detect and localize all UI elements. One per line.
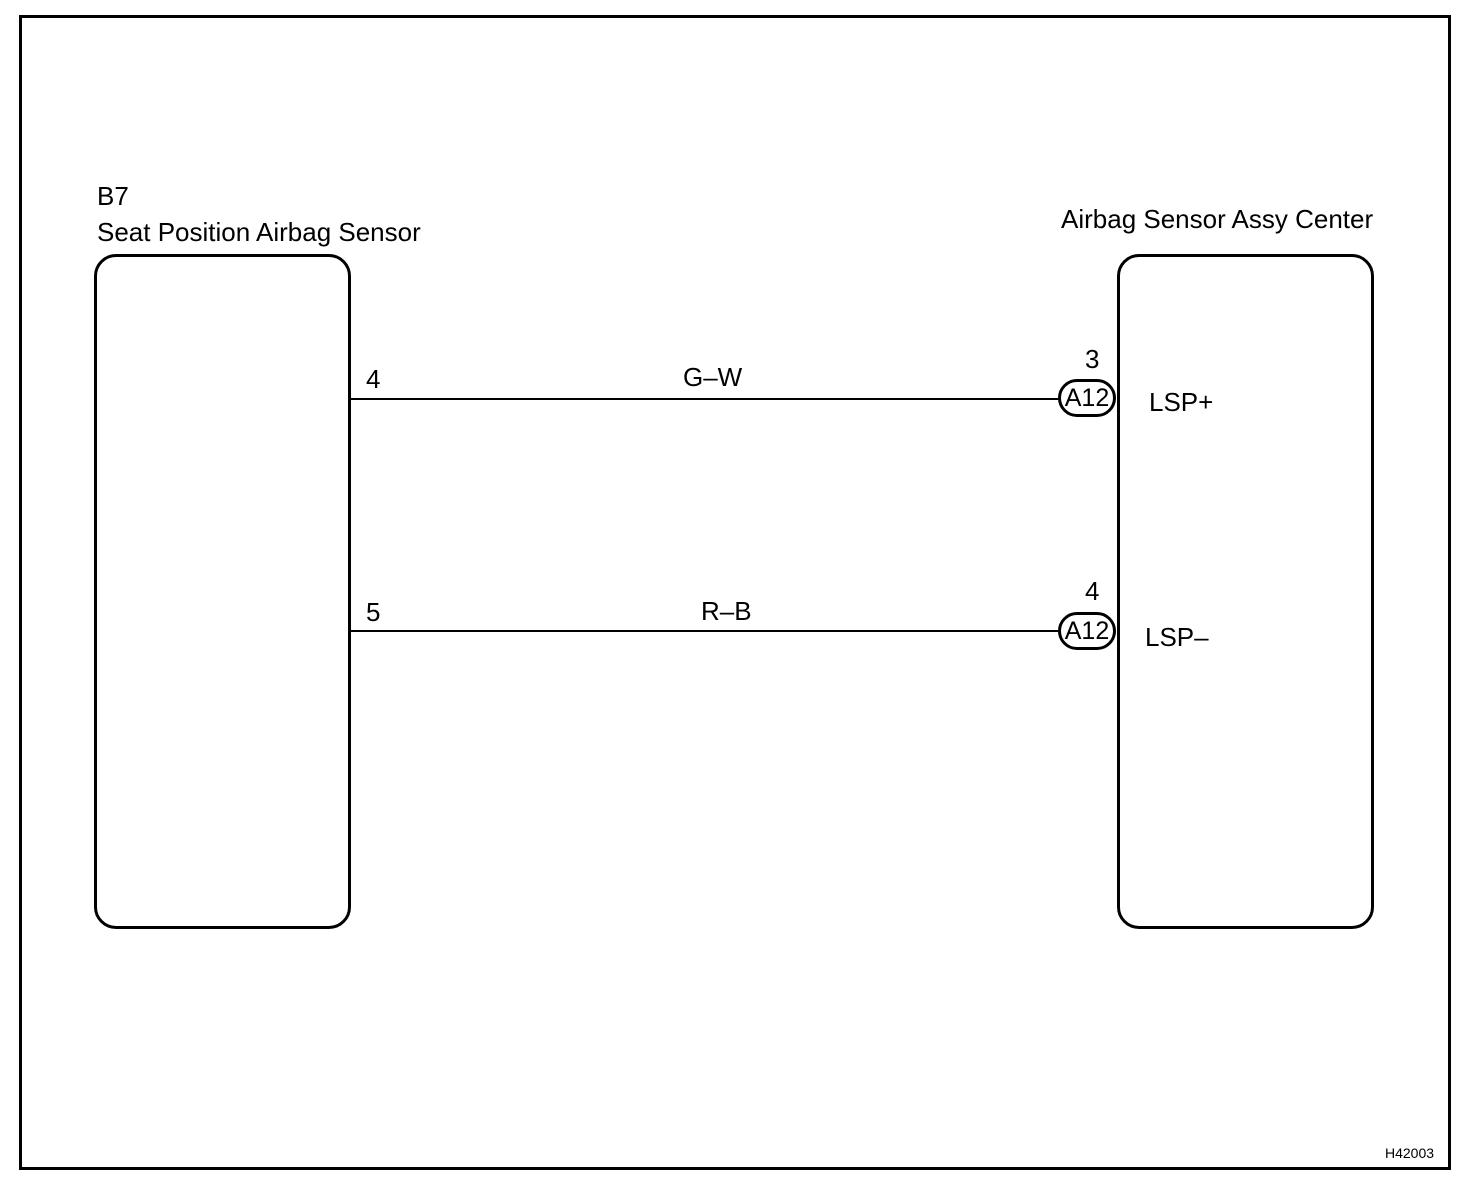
right-component-name: Airbag Sensor Assy Center	[1061, 204, 1374, 234]
wire-1-connector: A12	[1058, 379, 1116, 417]
wire-1-right-pin: 3	[1085, 344, 1100, 374]
wire-1-line	[351, 398, 1061, 400]
seat-position-airbag-sensor-box	[94, 254, 351, 929]
wire-2-connector: A12	[1058, 612, 1116, 650]
wire-2-color: R–B	[701, 596, 752, 626]
wire-1-color: G–W	[683, 362, 743, 392]
wire-2-right-pin: 4	[1085, 576, 1100, 606]
diagram-frame	[19, 15, 1451, 1170]
wire-2-left-pin: 5	[366, 597, 381, 627]
wire-2-line	[351, 630, 1061, 632]
wire-2-terminal: LSP–	[1145, 622, 1209, 652]
left-component-name: Seat Position Airbag Sensor	[97, 217, 421, 247]
wire-1-left-pin: 4	[366, 364, 381, 394]
wire-1-terminal: LSP+	[1149, 387, 1214, 417]
left-component-code: B7	[97, 181, 129, 211]
airbag-sensor-assy-center-box	[1117, 254, 1374, 929]
figure-code: H42003	[1385, 1145, 1435, 1161]
